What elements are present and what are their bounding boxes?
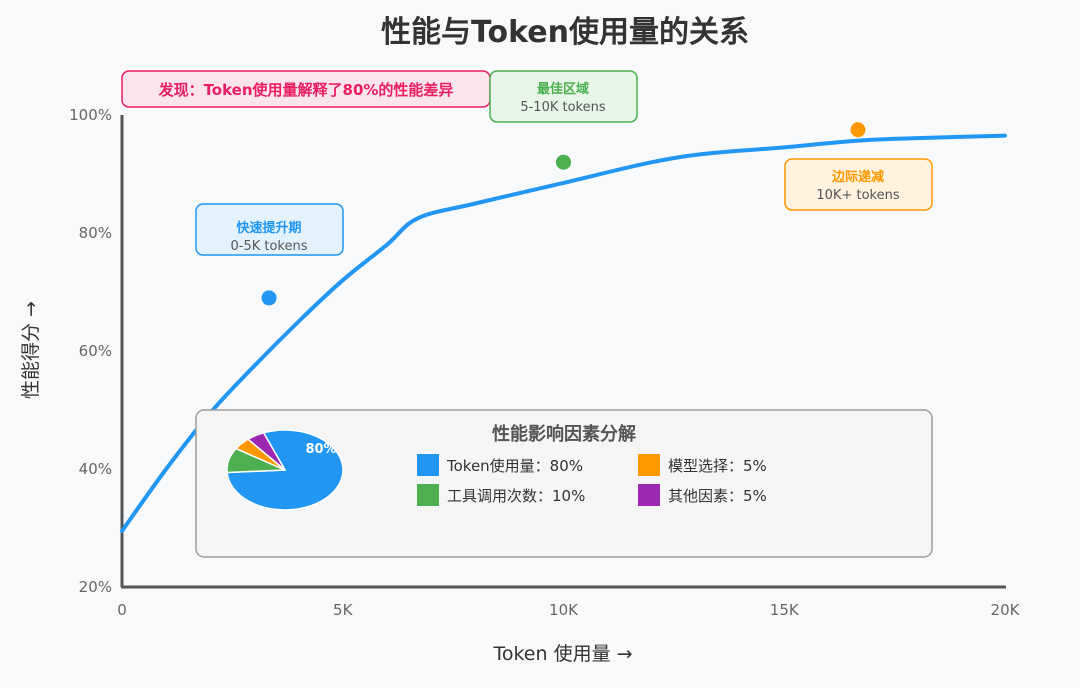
y-tick-label: 60% xyxy=(79,342,112,360)
highlight-point xyxy=(261,290,277,306)
x-tick-label: 0 xyxy=(117,601,127,619)
y-tick-labels: 20% 40% 60% 80% 100% xyxy=(69,106,112,596)
breakdown-title: 性能影响因素分解 xyxy=(492,423,636,445)
performance-curve-line xyxy=(120,133,1007,533)
x-tick-label: 20K xyxy=(991,601,1021,619)
finding-text: 发现：Token使用量解释了80%的性能差异 xyxy=(158,81,454,99)
legend-label: 其他因素：5% xyxy=(668,487,767,505)
y-tick-label: 40% xyxy=(79,460,112,478)
legend-swatch xyxy=(417,454,439,476)
x-tick-labels: 0 5K 10K 15K 20K xyxy=(117,601,1020,619)
pie-percent-label: 80% xyxy=(305,442,336,457)
breakdown-box xyxy=(195,409,933,558)
y-tick-label: 100% xyxy=(69,106,112,124)
legend-swatch xyxy=(638,484,660,506)
annotation-title: 快速提升期 xyxy=(236,220,301,236)
x-axis-label: Token 使用量 → xyxy=(492,643,632,665)
annotation-box xyxy=(489,70,638,123)
annotation-box xyxy=(195,203,344,256)
pie-slice xyxy=(246,431,286,471)
breakdown-legend: Token使用量：80% 工具调用次数：10% 模型选择：5% 其他因素：5% xyxy=(417,454,767,506)
legend-swatch xyxy=(417,484,439,506)
annotation-box xyxy=(784,158,933,211)
annotation-rapid-growth: 快速提升期 0-5K tokens xyxy=(195,203,344,256)
annotation-optimal-zone: 最佳区域 5-10K tokens xyxy=(489,70,638,123)
legend-label: 模型选择：5% xyxy=(668,457,767,475)
legend-swatch xyxy=(638,454,660,476)
y-tick-label: 20% xyxy=(79,578,112,596)
finding-banner: 发现：Token使用量解释了80%的性能差异 xyxy=(121,70,491,108)
legend-label: Token使用量：80% xyxy=(446,457,583,475)
breakdown-pie xyxy=(226,429,344,511)
annotation-title: 边际递减 xyxy=(831,169,884,185)
y-tick-label: 80% xyxy=(79,224,112,242)
annotation-subtitle: 10K+ tokens xyxy=(816,188,899,203)
annotation-title: 最佳区域 xyxy=(537,81,589,97)
highlight-point xyxy=(850,122,866,138)
x-tick-label: 15K xyxy=(770,601,800,619)
annotation-subtitle: 0-5K tokens xyxy=(230,239,307,254)
legend-label: 工具调用次数：10% xyxy=(447,487,585,505)
highlight-markers xyxy=(261,122,866,306)
chart-title: 性能与Token使用量的关系 xyxy=(381,15,749,50)
breakdown-panel: 性能影响因素分解 80% Token使用量：80% 工具调用次数：10% 模型选择：… xyxy=(195,409,933,558)
x-tick-label: 5K xyxy=(333,601,354,619)
y-axis-label: 性能得分 → xyxy=(20,301,42,399)
highlight-point xyxy=(556,154,571,170)
annotation-diminishing-returns: 边际递减 10K+ tokens xyxy=(784,158,933,211)
x-tick-label: 10K xyxy=(549,601,579,619)
annotation-subtitle: 5-10K tokens xyxy=(520,100,606,115)
